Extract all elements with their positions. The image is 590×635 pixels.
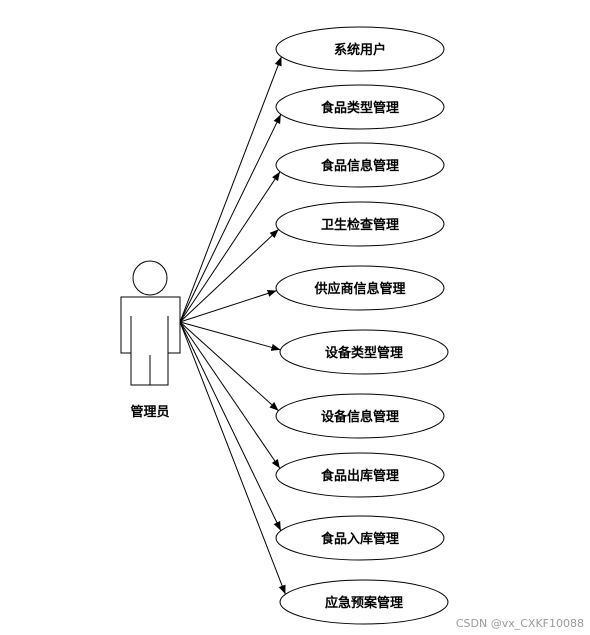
association-arrow-4 (179, 229, 279, 323)
association-arrow-3 (179, 171, 281, 323)
use-case-9[interactable]: 食品入库管理 (275, 515, 445, 561)
association-arrow-8 (179, 321, 281, 469)
use-case-ellipse[interactable] (275, 393, 445, 439)
actor-head (132, 260, 168, 296)
watermark: CSDN @vx_CXKF10088 (455, 617, 584, 630)
use-case-ellipse[interactable] (275, 265, 445, 311)
use-case-ellipse[interactable] (275, 142, 445, 188)
use-case-label: 系统用户 (334, 42, 386, 58)
use-case-ellipse[interactable] (275, 84, 445, 130)
association-arrow-1 (179, 56, 282, 323)
use-case-label: 食品出库管理 (321, 468, 399, 484)
association-arrow-9 (179, 321, 282, 531)
association-lines (179, 56, 286, 595)
association-arrow-7 (179, 321, 279, 412)
use-case-label: 食品入库管理 (321, 531, 399, 547)
use-case-8[interactable]: 食品出库管理 (275, 452, 445, 498)
actor: 管理员 (120, 260, 181, 420)
use-case-ellipse[interactable] (275, 515, 445, 561)
use-case-label: 设备类型管理 (325, 345, 403, 361)
use-case-label: 食品类型管理 (321, 100, 399, 116)
actor-body (120, 296, 181, 386)
use-case-label: 应急预案管理 (325, 595, 403, 611)
use-case-1[interactable]: 系统用户 (275, 26, 445, 72)
association-arrow-5 (179, 289, 277, 323)
use-case-6[interactable]: 设备类型管理 (279, 329, 449, 375)
association-arrow-10 (179, 321, 286, 595)
use-case-ellipse[interactable] (275, 26, 445, 72)
use-case-ellipse[interactable] (279, 579, 449, 625)
use-case-7[interactable]: 设备信息管理 (275, 393, 445, 439)
use-case-label: 供应商信息管理 (313, 281, 405, 297)
association-arrow-6 (179, 321, 281, 351)
actor-label: 管理员 (130, 404, 169, 420)
use-case-3[interactable]: 食品信息管理 (275, 142, 445, 188)
use-case-label: 设备信息管理 (321, 409, 399, 425)
use-case-2[interactable]: 食品类型管理 (275, 84, 445, 130)
use-case-ellipse[interactable] (275, 452, 445, 498)
use-case-label: 卫生检查管理 (321, 217, 399, 233)
use-case-10[interactable]: 应急预案管理 (279, 579, 449, 625)
use-case-5[interactable]: 供应商信息管理 (275, 265, 445, 311)
association-arrow-2 (179, 114, 282, 323)
use-case-ellipse[interactable] (279, 329, 449, 375)
use-case-label: 食品信息管理 (321, 158, 399, 174)
use-case-4[interactable]: 卫生检查管理 (275, 201, 445, 247)
use-case-ellipse[interactable] (275, 201, 445, 247)
